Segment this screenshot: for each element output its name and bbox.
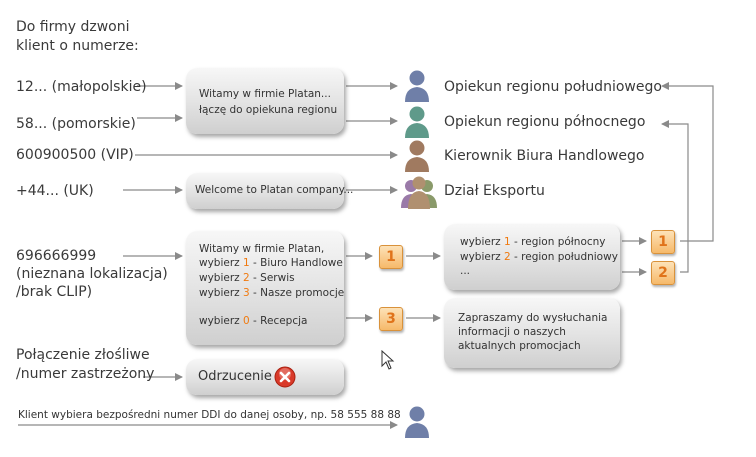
caller-pomorskie: 58... (pomorskie) [16, 116, 136, 132]
reject-label: Odrzucenie [198, 369, 272, 384]
digit-badge-3: 3 [379, 307, 403, 331]
region-badge-2: 2 [651, 261, 675, 285]
caller-malicious-line-2: /numer zastrzeżony [16, 366, 155, 382]
menu-item-2: wybierz 2 - Serwis [199, 272, 295, 284]
region-item-1: wybierz 1 - region północny [460, 236, 606, 248]
caller-vip: 600900500 (VIP) [16, 147, 134, 163]
welcome-en-box: Welcome to Platan company... [186, 173, 353, 209]
digit-badge-1: 1 [379, 245, 403, 269]
promo-box: Zapraszamy do wysłuchania informacji o n… [444, 298, 620, 368]
group-export-icon [401, 176, 437, 209]
region-menu-box: wybierz 1 - region północny wybierz 2 - … [444, 224, 620, 290]
welcome-pl-box: Witamy w firmie Platan... łączę do opiek… [186, 68, 344, 134]
welcome-en-text: Welcome to Platan company... [195, 184, 354, 196]
promo-line-3: aktualnych promocjach [458, 340, 581, 352]
person-ddi-icon [405, 406, 429, 438]
target-manager: Kierownik Biura Handlowego [444, 148, 645, 164]
promo-line-2: informacji o naszych [458, 326, 566, 338]
caller-unknown-line-1: 696666999 [16, 248, 97, 264]
ddi-description: Klient wybiera bezpośredni numer DDI do … [18, 409, 401, 421]
target-north: Opiekun regionu północnego [444, 114, 646, 130]
menu-item-3: wybierz 3 - Nasze promocje [199, 287, 345, 299]
caller-unknown-line-3: /brak CLIP) [16, 284, 93, 300]
menu-greeting: Witamy w firmie Platan, [199, 243, 325, 255]
promo-line-1: Zapraszamy do wysłuchania [458, 312, 608, 324]
caller-malicious-line-1: Połączenie złośliwe [16, 347, 150, 363]
menu-item-1: wybierz 1 - Biuro Handlowe [199, 257, 343, 269]
ivr-menu-box: Witamy w firmie Platan, wybierz 1 - Biur… [186, 231, 344, 345]
welcome-pl-line-2: łączę do opiekuna regionu [199, 104, 338, 116]
person-manager-icon [405, 140, 429, 172]
region-more: ... [460, 265, 471, 277]
target-export: Dział Eksportu [444, 183, 545, 199]
menu-item-0: wybierz 0 - Recepcja [199, 315, 308, 327]
region-badge-1: 1 [651, 230, 675, 254]
mouse-cursor-icon [381, 350, 395, 370]
reject-box: Odrzucenie [186, 359, 344, 395]
person-north-icon [405, 106, 429, 138]
header-line-1: Do firmy dzwoni [16, 19, 130, 35]
caller-uk: +44... (UK) [16, 183, 94, 199]
target-south: Opiekun regionu południowego [444, 79, 662, 95]
header-line-2: klient o numerze: [16, 38, 139, 54]
person-south-icon [405, 70, 429, 102]
welcome-pl-line-1: Witamy w firmie Platan... [199, 88, 331, 100]
caller-unknown-line-2: (nieznana lokalizacja) [16, 266, 168, 282]
reject-x-icon [274, 366, 296, 388]
region-item-2: wybierz 2 - region południowy [460, 251, 618, 263]
caller-malopolskie: 12... (małopolskie) [16, 79, 147, 95]
